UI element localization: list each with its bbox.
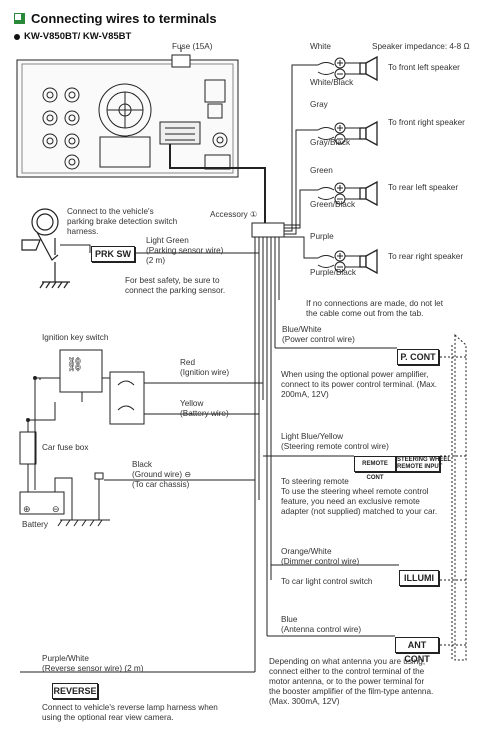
- parking-wire-label: Light Green (Parking sensor wire) (2 m): [146, 236, 224, 265]
- red-wire-label: Red (Ignition wire): [180, 358, 230, 377]
- dimmer-wire-label: Orange/White (Dimmer control wire): [281, 547, 360, 566]
- speaker-3-bottom: Green/Black: [310, 200, 356, 209]
- remote-cont-terminal: REMOTE CONT: [354, 456, 396, 481]
- no-connection-note: If no connections are made, do not let t…: [306, 299, 444, 318]
- ignition-switch-box: [59, 349, 103, 393]
- speaker-3-top: Green: [310, 166, 333, 175]
- cable-tab-outline: [454, 333, 467, 661]
- page-title: Connecting wires to terminals: [31, 11, 217, 26]
- steering-wire-label: Light Blue/Yellow (Steering remote contr…: [281, 432, 389, 451]
- p-cont-terminal: P. CONT: [397, 349, 439, 365]
- battery-icon: [19, 491, 65, 515]
- speaker-1-top: White: [310, 42, 331, 51]
- fuse: [171, 54, 191, 68]
- ignition-key-icon: ⛓: [66, 356, 84, 372]
- cooling-fan: [98, 83, 152, 137]
- speaker-impedance: Speaker impedance: 4-8 Ω: [372, 42, 470, 51]
- speaker-3-dest: To rear left speaker: [388, 183, 459, 192]
- av-jacks: [42, 87, 80, 170]
- parking-brake-icon: [21, 208, 70, 289]
- car-fuse-box: [19, 431, 37, 465]
- speaker-4-top: Purple: [310, 232, 334, 241]
- yellow-wire-label: Yellow (Battery wire): [180, 399, 229, 418]
- speaker-1-bottom: White/Black: [310, 78, 354, 87]
- steering-note: To steering remote To use the steering w…: [281, 477, 438, 516]
- speaker-icons: [359, 55, 378, 275]
- blue-white-wire-label: Blue/White (Power control wire): [282, 325, 355, 344]
- speaker-plus-minus: [334, 57, 360, 273]
- illumi-terminal: ILLUMI: [399, 570, 439, 586]
- head-unit-rear: [16, 59, 239, 178]
- speaker-4-dest: To rear right speaker: [388, 252, 464, 261]
- parking-note: Connect to the vehicle's parking brake d…: [67, 207, 178, 236]
- car-fuse-box-label: Car fuse box: [42, 443, 89, 452]
- reverse-wire-label: Purple/White (Reverse sensor wire) (2 m): [42, 654, 144, 673]
- battery-label: Battery: [22, 520, 48, 529]
- safety-note: For best safety, be sure to connect the …: [125, 276, 226, 295]
- reverse-note: Connect to vehicle's reverse lamp harnes…: [42, 703, 218, 722]
- prk-sw-terminal: PRK SW: [91, 246, 135, 262]
- speaker-2-dest: To front right speaker: [388, 118, 465, 127]
- speaker-connectors: [317, 62, 335, 268]
- accessory-label: Accessory ①: [210, 210, 258, 219]
- speaker-4-bottom: Purple/Black: [310, 268, 356, 277]
- ignition-switch-label: Ignition key switch: [42, 333, 109, 342]
- ant-cont-terminal: ANT CONT: [395, 637, 439, 664]
- accessory-connector: [251, 222, 285, 238]
- relay-box: [109, 371, 145, 425]
- speaker-2-top: Gray: [310, 100, 328, 109]
- steering-input-terminal: STEERING WHEEL REMOTE INPUT: [396, 456, 452, 472]
- battery-plus: ⊕: [23, 504, 31, 514]
- battery-minus: ⊖: [52, 504, 60, 514]
- dimmer-note: To car light control switch: [281, 577, 373, 586]
- model-subtitle: KW-V850BT/ KW-V85BT: [24, 31, 132, 42]
- main-connector: [159, 121, 201, 145]
- speaker-1-dest: To front left speaker: [388, 63, 460, 72]
- antenna-wire-label: Blue (Antenna control wire): [281, 615, 362, 634]
- fuse-label: Fuse (15A): [172, 42, 213, 51]
- title-icon-inner: [15, 14, 21, 20]
- bullet: [14, 34, 20, 40]
- black-wire-label: Black (Ground wire) ⊖ (To car chassis): [132, 460, 192, 489]
- reverse-terminal: REVERSE: [52, 683, 98, 699]
- speaker-2-bottom: Gray/Black: [310, 138, 351, 147]
- antenna-note: Depending on what antenna you are using,…: [269, 657, 434, 706]
- p-cont-note: When using the optional power amplifier,…: [281, 370, 438, 399]
